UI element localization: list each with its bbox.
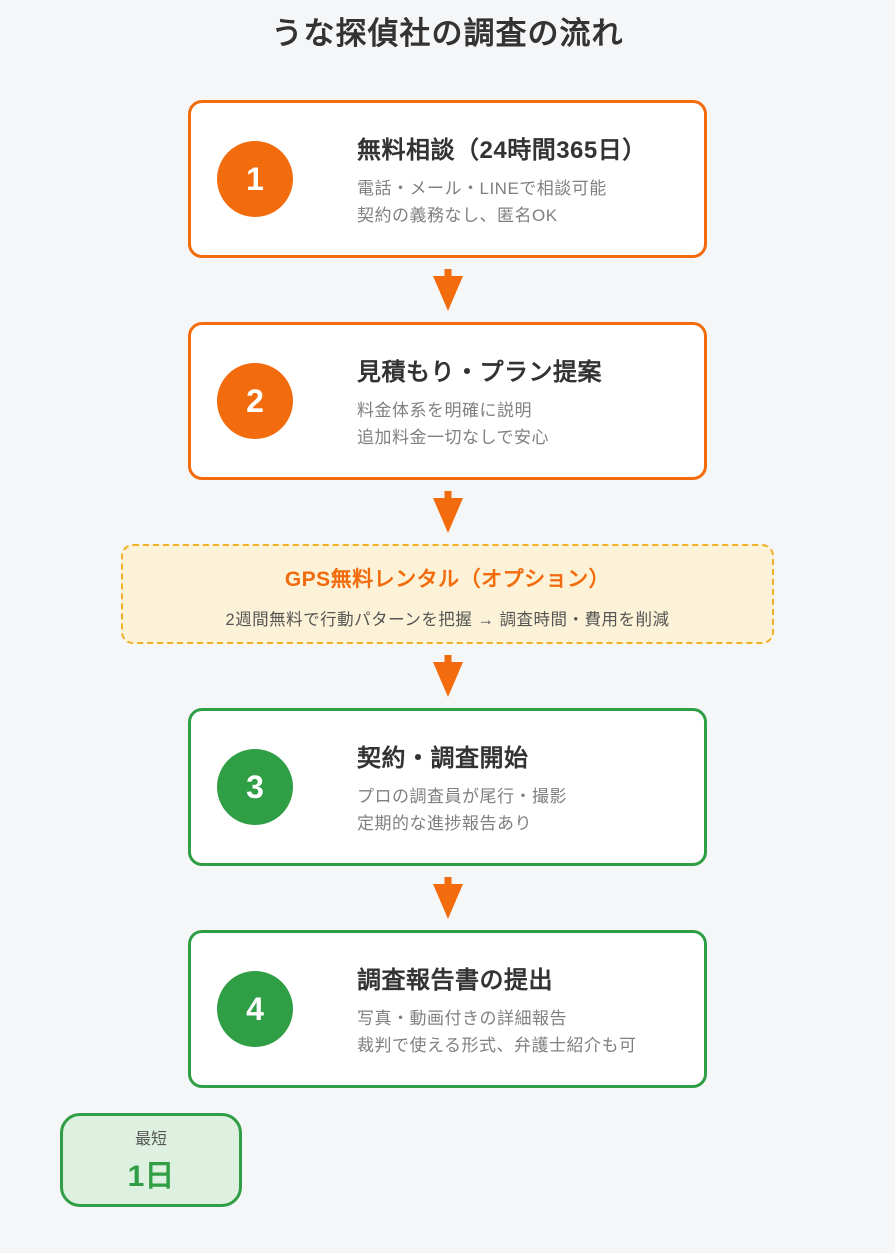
step-description-line: 契約の義務なし、匿名OK: [357, 205, 558, 225]
duration-badge-value: 1日: [127, 1160, 175, 1193]
step-box-3: 3 契約・調査開始 プロの調査員が尾行・撮影 定期的な進捗報告あり: [188, 708, 707, 866]
gps-option-description: 2週間無料で行動パターンを把握 → 調査時間・費用を削減: [225, 611, 670, 629]
step-title: 無料相談（24時間365日）: [357, 136, 647, 164]
step-description-line: プロの調査員が尾行・撮影: [357, 786, 567, 806]
step-number-badge: 2: [217, 363, 293, 439]
step-box-1: 1 無料相談（24時間365日） 電話・メール・LINEで相談可能 契約の義務な…: [188, 100, 707, 258]
step-text: 契約・調査開始 プロの調査員が尾行・撮影 定期的な進捗報告あり: [357, 738, 567, 837]
step-title: 調査報告書の提出: [357, 966, 553, 994]
step-description-line: 料金体系を明確に説明: [357, 400, 532, 420]
step-description-line: 追加料金一切なしで安心: [357, 427, 549, 447]
duration-badge-label: 最短: [134, 1131, 167, 1148]
gps-option-box: GPS無料レンタル（オプション） 2週間無料で行動パターンを把握 → 調査時間・…: [121, 544, 774, 644]
step-text: 見積もり・プラン提案 料金体系を明確に説明 追加料金一切なしで安心: [357, 352, 602, 451]
step-description-line: 電話・メール・LINEで相談可能: [357, 178, 607, 198]
step-number-badge: 3: [217, 749, 293, 825]
gps-option-title: GPS無料レンタル（オプション）: [284, 568, 611, 591]
duration-badge: 最短 1日: [60, 1113, 242, 1207]
step-description-line: 裁判で使える形式、弁護士紹介も可: [357, 1035, 637, 1055]
page-title: うな探偵社の調査の流れ: [271, 16, 624, 51]
arrow-down-icon: [431, 877, 465, 919]
step-number-badge: 4: [217, 971, 293, 1047]
step-text: 無料相談（24時間365日） 電話・メール・LINEで相談可能 契約の義務なし、…: [357, 130, 647, 229]
step-box-2: 2 見積もり・プラン提案 料金体系を明確に説明 追加料金一切なしで安心: [188, 322, 707, 480]
arrow-down-icon: [431, 491, 465, 533]
flow-diagram: 1 無料相談（24時間365日） 電話・メール・LINEで相談可能 契約の義務な…: [0, 100, 895, 1088]
arrow-down-icon: [431, 655, 465, 697]
step-number-badge: 1: [217, 141, 293, 217]
step-title: 見積もり・プラン提案: [357, 358, 602, 386]
step-description-line: 写真・動画付きの詳細報告: [357, 1008, 567, 1028]
step-box-4: 4 調査報告書の提出 写真・動画付きの詳細報告 裁判で使える形式、弁護士紹介も可: [188, 930, 707, 1088]
arrow-down-icon: [431, 269, 465, 311]
step-description-line: 定期的な進捗報告あり: [357, 813, 532, 833]
step-title: 契約・調査開始: [357, 744, 529, 772]
step-text: 調査報告書の提出 写真・動画付きの詳細報告 裁判で使える形式、弁護士紹介も可: [357, 960, 637, 1059]
